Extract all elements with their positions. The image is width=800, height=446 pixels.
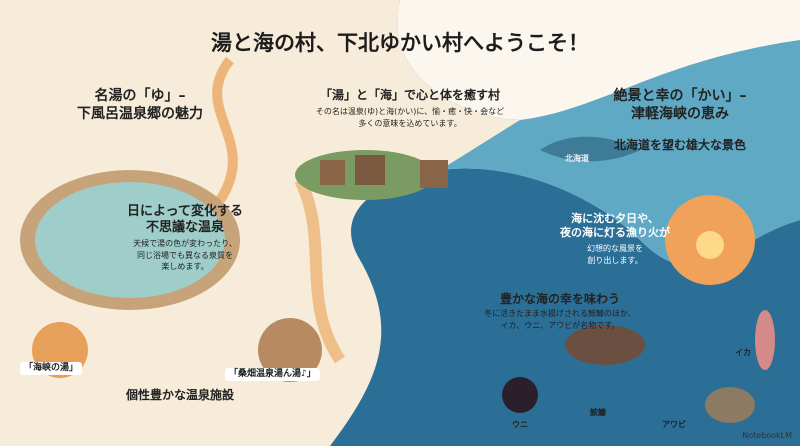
center-text: その名は温泉(ゆ)と海(かい)に、愉・癒・快・会など多くの意味を込めています。	[270, 106, 550, 129]
facility-kuwabata-image	[258, 318, 322, 382]
seafood-text: 冬に活きたまま水揚げされる鮟鱇のほか、イカ、ウニ、アワビが名物です。	[450, 308, 670, 331]
facilities-caption: 個性豊かな温泉施設	[125, 388, 234, 402]
anglerfish-label: 鮟鱇	[590, 408, 606, 417]
hot-spring-pool	[35, 182, 225, 298]
text-line: 天候で湯の色が変わったり、	[133, 239, 237, 248]
text-line: イカ、ウニ、アワビが名物です。	[500, 320, 620, 330]
abalone-icon	[705, 387, 755, 423]
right-heading-line: 絶景と幸の「かい」–	[613, 88, 747, 104]
sea-urchin-icon	[502, 377, 538, 413]
house-icon	[320, 160, 345, 185]
feature-title-line: 日によって変化する	[127, 204, 243, 219]
steam-swirl	[294, 177, 346, 364]
right-heading: 絶景と幸の「かい」–津軽海峡の恵み	[580, 88, 780, 123]
sun-icon	[696, 231, 724, 259]
text-line: 楽しめます。	[161, 262, 209, 272]
house-icon	[355, 155, 385, 185]
abalone-label: アワビ	[662, 420, 686, 429]
text-line: 冬に活きたまま水揚げされる鮟鱇のほか、	[484, 309, 636, 318]
house-icon	[420, 160, 448, 188]
hokkaido-label: 北海道	[565, 154, 589, 163]
facility-kaikyo-label: 「海峡の湯」	[20, 362, 83, 376]
squid-icon	[755, 310, 775, 370]
facility-kuwabata-label: 「桑畑温泉湯ん湯♪」	[225, 368, 320, 382]
urchin-label: ウニ	[512, 420, 528, 429]
text-line: 創り出します。	[587, 255, 643, 265]
text-line: 多くの意味を込めています。	[358, 118, 462, 128]
notebooklm-logo: NotebookLM	[742, 431, 792, 440]
feature-title-line: 不思議な温泉	[145, 220, 224, 236]
text-line: 同じ浴場でも異なる泉質を	[137, 250, 233, 260]
text-line: 海に沈む夕日や、	[571, 212, 659, 225]
text-line: 幻想的な風景を	[587, 244, 643, 253]
text-line: 夜の海に灯る漁り火が	[560, 225, 670, 239]
steam-swirl	[212, 56, 238, 203]
center-heading: 「湯」と「海」で心と体を癒す村	[319, 88, 500, 102]
text-line: その名は温泉(ゆ)と海(かい)に、愉・癒・快・会など	[315, 107, 505, 116]
anglerfish-icon	[565, 325, 645, 365]
page-title: 湯と海の村、下北ゆかい村へようこそ！	[211, 31, 589, 55]
seafood-title: 豊かな海の幸を味わう	[499, 292, 620, 306]
view-title: 北海道を望む雄大な景色	[613, 138, 746, 152]
feature-text: 天候で湯の色が変わったり、同じ浴場でも異なる泉質を楽しめます。	[105, 238, 265, 273]
left-heading-line: 名湯の「ゆ」–	[94, 88, 186, 104]
left-heading-line: 下風呂温泉郷の魅力	[77, 105, 203, 122]
squid-label: イカ	[735, 348, 751, 357]
sunset-title: 海に沈む夕日や、夜の海に灯る漁り火が	[530, 212, 700, 240]
hokkaido-island	[540, 136, 640, 162]
feature-title: 日によって変化する不思議な温泉	[105, 204, 265, 237]
left-heading: 名湯の「ゆ」–下風呂温泉郷の魅力	[40, 88, 240, 123]
right-heading-line: 津軽海峡の恵み	[631, 105, 729, 122]
sunset-text: 幻想的な風景を創り出します。	[560, 243, 670, 266]
sky-area	[397, 0, 800, 120]
